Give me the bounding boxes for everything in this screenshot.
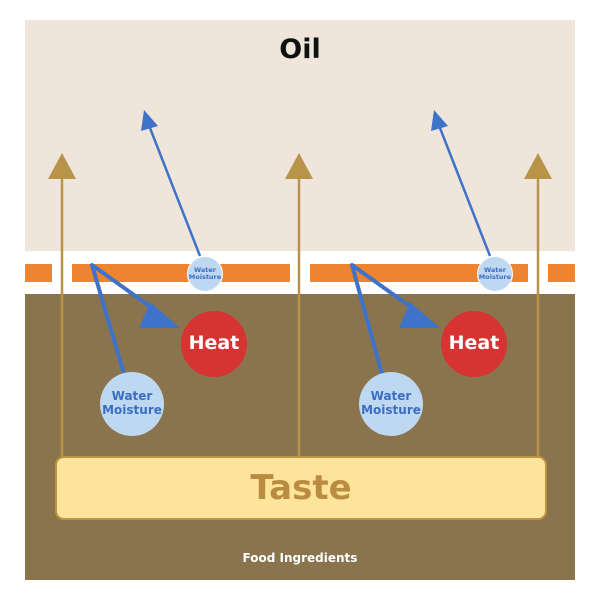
taste-arrowhead xyxy=(48,153,76,179)
moisture-deflect-arrow xyxy=(90,263,157,375)
moisture-deflect-arrowhead xyxy=(399,302,440,328)
moisture-escape-arrowhead xyxy=(141,110,158,131)
water-label: Water xyxy=(193,265,217,274)
taste-label: Taste xyxy=(250,468,352,508)
moisture-label: Moisture xyxy=(188,273,222,281)
crust-segment xyxy=(25,264,52,282)
moisture-escape-arrow xyxy=(438,127,492,257)
moisture-escape-arrow xyxy=(148,127,202,257)
taste-arrowhead xyxy=(524,153,552,179)
moisture-deflect-arrow xyxy=(350,263,417,375)
heat-label: Heat xyxy=(188,332,240,355)
taste-arrowhead xyxy=(285,153,313,179)
moisture-deflect-arrowhead xyxy=(139,302,180,328)
water-label: Water xyxy=(370,389,412,404)
heat-circle: Heat xyxy=(441,311,507,377)
crust-segment xyxy=(548,264,575,282)
moisture-label: Moisture xyxy=(102,403,162,417)
food-ingredients-label: Food Ingredients xyxy=(242,551,358,565)
crust-segment xyxy=(310,264,528,282)
crust-segment xyxy=(72,264,290,282)
water-label: Water xyxy=(483,265,507,274)
moisture-escape-arrowhead xyxy=(431,110,448,131)
moisture-label: Moisture xyxy=(478,273,512,281)
heat-circle: Heat xyxy=(181,311,247,377)
heat-label: Heat xyxy=(448,332,500,355)
moisture-label: Moisture xyxy=(361,403,421,417)
oil-label: Oil xyxy=(279,34,321,65)
taste-box: Taste xyxy=(55,456,547,520)
water-label: Water xyxy=(111,389,153,404)
